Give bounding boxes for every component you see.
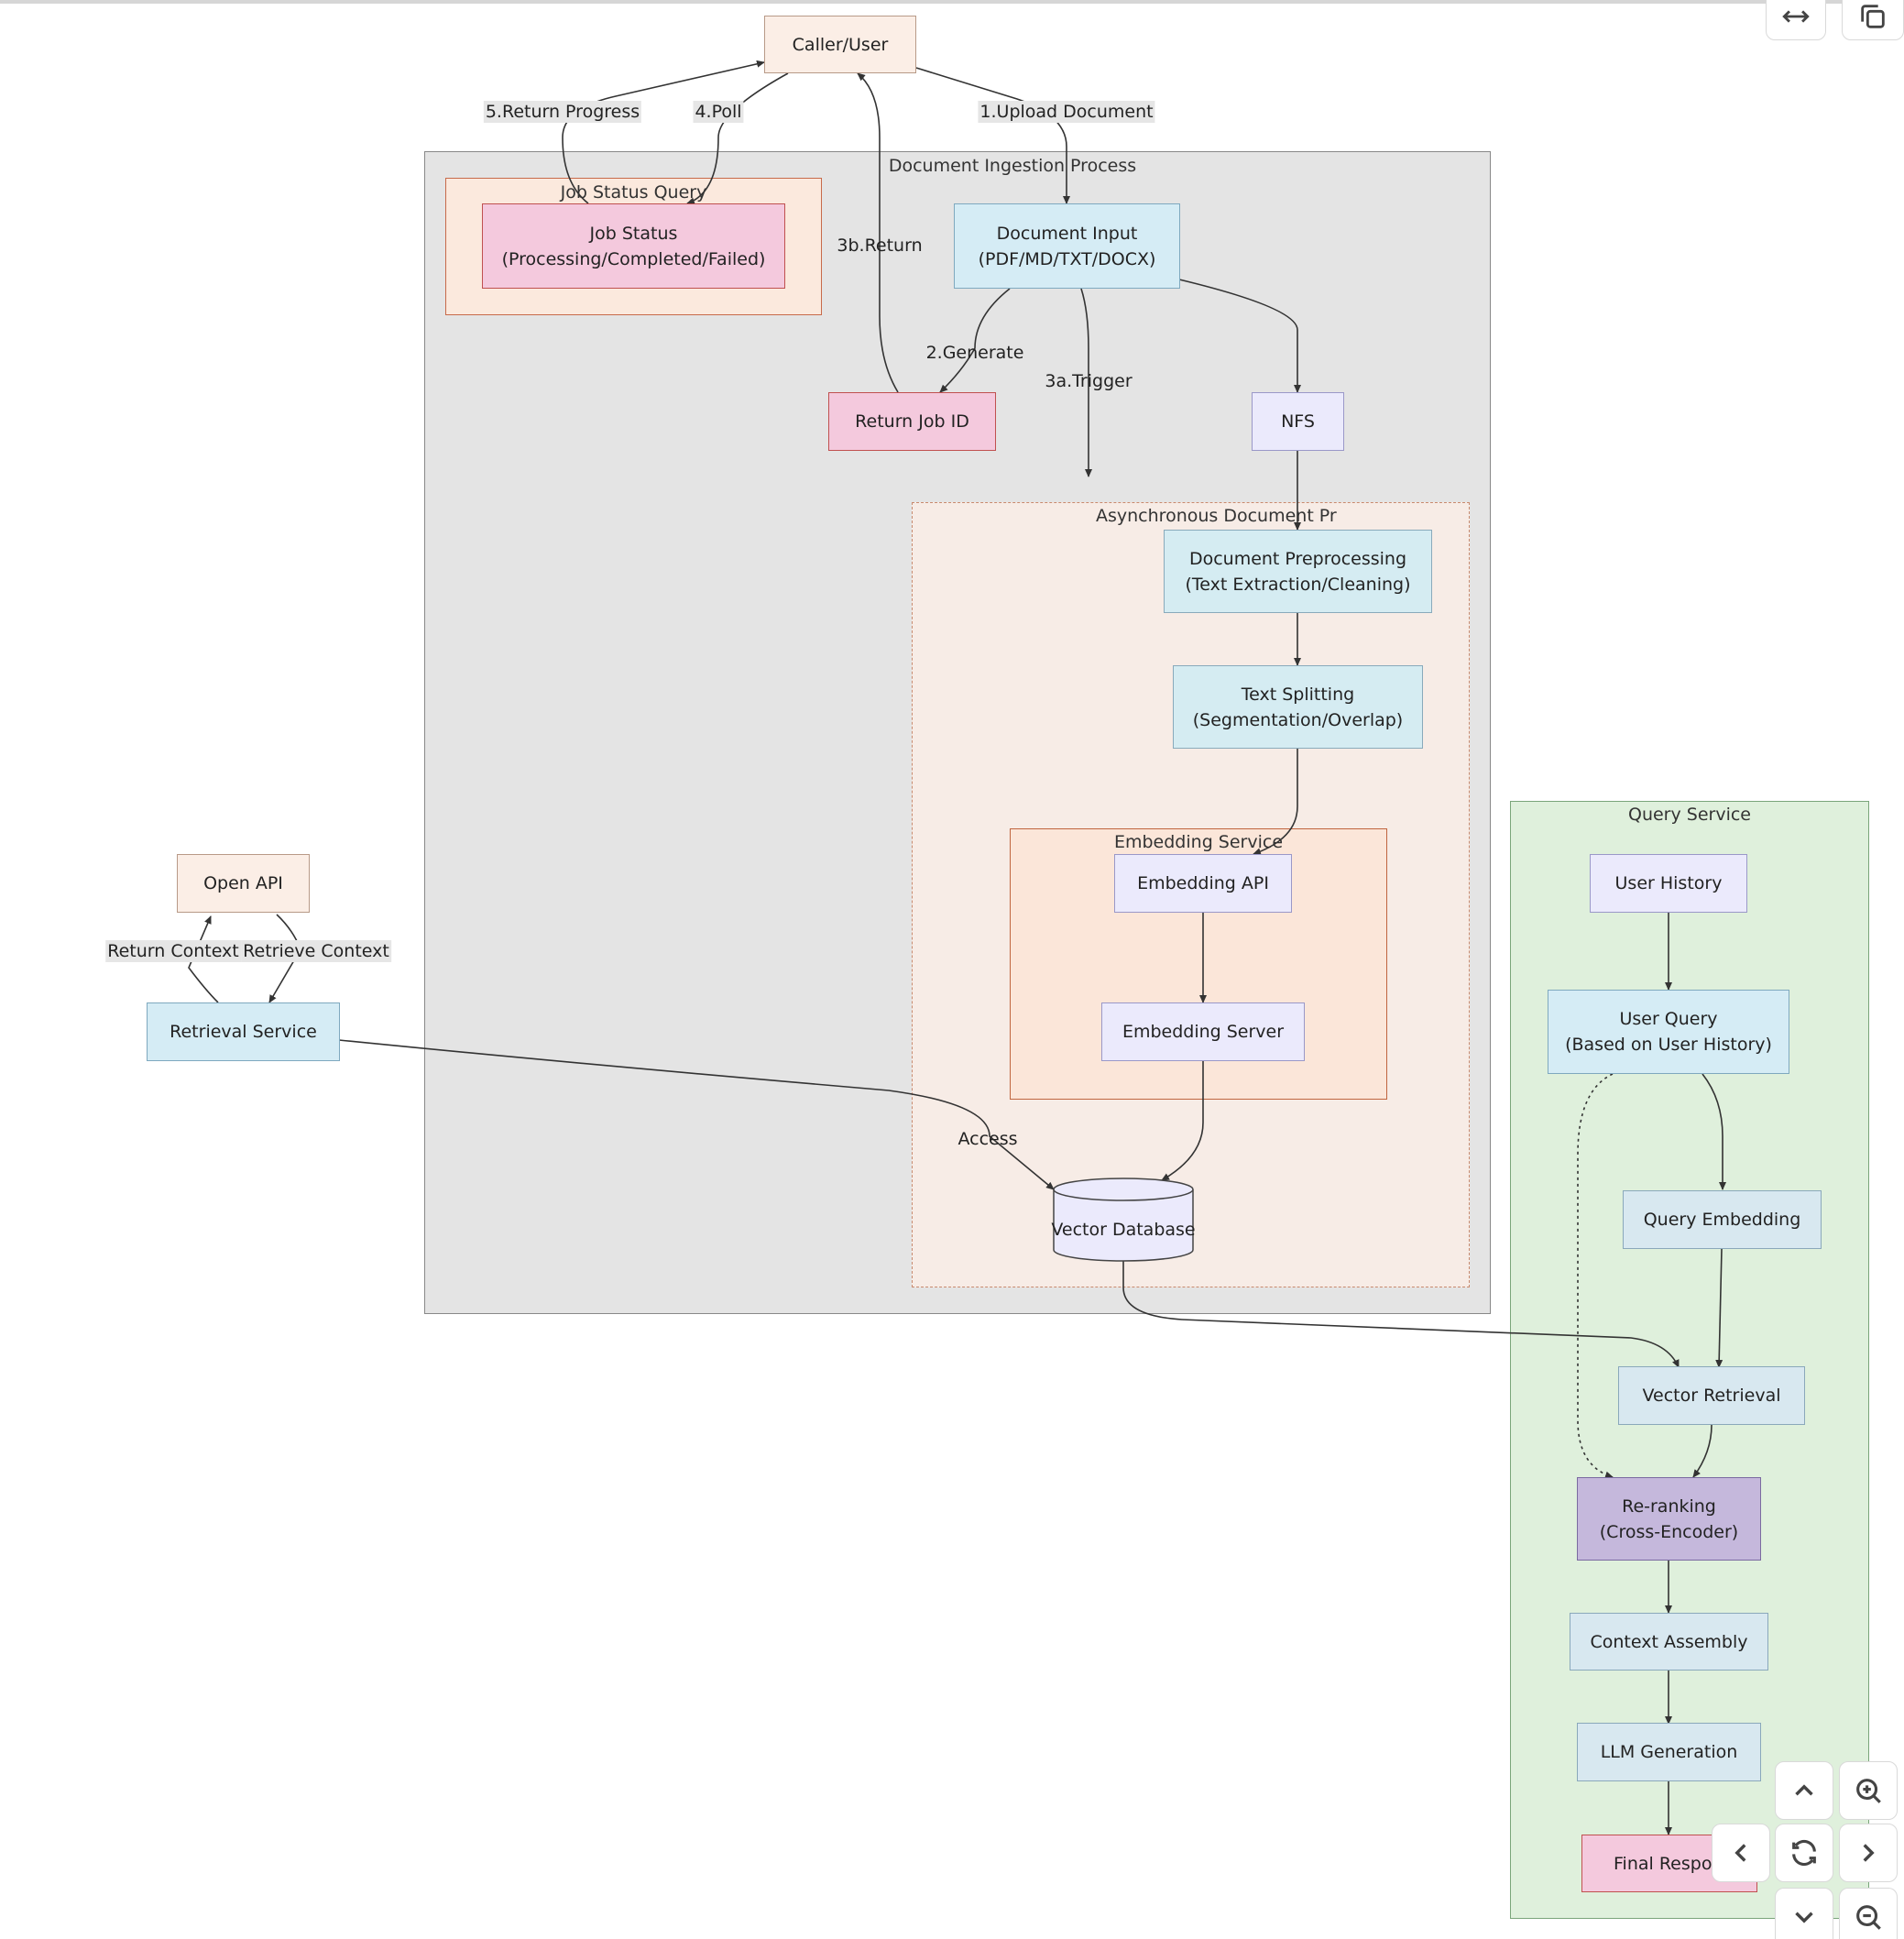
- node-open-api[interactable]: Open API: [177, 854, 310, 913]
- zoom-in-icon: [1856, 1779, 1881, 1803]
- cluster-title: Asynchronous Document Pr: [1096, 506, 1337, 526]
- node-user-history[interactable]: User History: [1590, 854, 1747, 913]
- copy-icon: [1861, 5, 1885, 28]
- node-retrieval-service[interactable]: Retrieval Service: [147, 1002, 340, 1061]
- reset-button[interactable]: [1775, 1824, 1833, 1882]
- pan-left-button[interactable]: [1712, 1824, 1770, 1882]
- chevron-left-icon: [1734, 1844, 1746, 1862]
- node-embedding-api[interactable]: Embedding API: [1114, 854, 1292, 913]
- pan-down-button[interactable]: [1775, 1888, 1833, 1939]
- node-user-query[interactable]: User Query (Based on User History): [1548, 990, 1789, 1074]
- edge-label-generate: 2.Generate: [925, 343, 1024, 363]
- node-embedding-server[interactable]: Embedding Server: [1101, 1002, 1305, 1061]
- edge-label-poll: 4.Poll: [693, 101, 744, 123]
- edge-label-trigger: 3a.Trigger: [1045, 371, 1133, 391]
- node-return-job-id[interactable]: Return Job ID: [828, 392, 996, 451]
- node-document-preprocessing[interactable]: Document Preprocessing (Text Extraction/…: [1164, 530, 1432, 613]
- node-reranking[interactable]: Re-ranking (Cross-Encoder): [1577, 1477, 1761, 1561]
- zoom-in-button[interactable]: [1839, 1761, 1898, 1820]
- chevron-down-icon: [1795, 1912, 1813, 1923]
- vector-database-label: Vector Database: [1051, 1220, 1196, 1240]
- cluster-title: Job Status Query: [560, 182, 707, 203]
- node-text-splitting[interactable]: Text Splitting (Segmentation/Overlap): [1173, 665, 1423, 749]
- expand-horizontal-icon: [1782, 10, 1810, 23]
- pan-right-button[interactable]: [1839, 1824, 1898, 1882]
- pan-up-button[interactable]: [1775, 1761, 1833, 1820]
- fit-width-button[interactable]: [1766, 0, 1826, 40]
- reset-icon: [1792, 1839, 1816, 1867]
- copy-button[interactable]: [1842, 0, 1904, 40]
- node-query-embedding[interactable]: Query Embedding: [1623, 1190, 1822, 1249]
- chevron-up-icon: [1795, 1784, 1813, 1796]
- cluster-title: Document Ingestion Process: [888, 156, 1137, 176]
- node-vector-retrieval[interactable]: Vector Retrieval: [1618, 1366, 1805, 1425]
- node-vector-database[interactable]: [1052, 1177, 1198, 1265]
- edge-label-upload: 1.Upload Document: [978, 101, 1155, 123]
- node-nfs[interactable]: NFS: [1252, 392, 1344, 451]
- edge-label-retrieve-context: Retrieve Context: [241, 940, 391, 962]
- cluster-title: Query Service: [1627, 805, 1751, 825]
- chevron-right-icon: [1863, 1844, 1875, 1862]
- node-job-status[interactable]: Job Status (Processing/Completed/Failed): [482, 203, 785, 289]
- node-caller-user[interactable]: Caller/User: [764, 16, 916, 73]
- node-document-input[interactable]: Document Input (PDF/MD/TXT/DOCX): [954, 203, 1180, 289]
- node-context-assembly[interactable]: Context Assembly: [1570, 1613, 1768, 1671]
- top-border: [0, 0, 1904, 4]
- zoom-out-icon: [1856, 1904, 1881, 1930]
- zoom-out-button[interactable]: [1839, 1888, 1898, 1939]
- edge-label-return-context: Return Context: [105, 940, 241, 962]
- edge-label-access: Access: [957, 1129, 1018, 1149]
- node-llm-generation[interactable]: LLM Generation: [1577, 1723, 1761, 1781]
- edge-label-return-progress: 5.Return Progress: [483, 101, 642, 123]
- edge-label-3b-return: 3b.Return: [837, 236, 923, 256]
- cluster-title: Embedding Service: [1113, 832, 1284, 852]
